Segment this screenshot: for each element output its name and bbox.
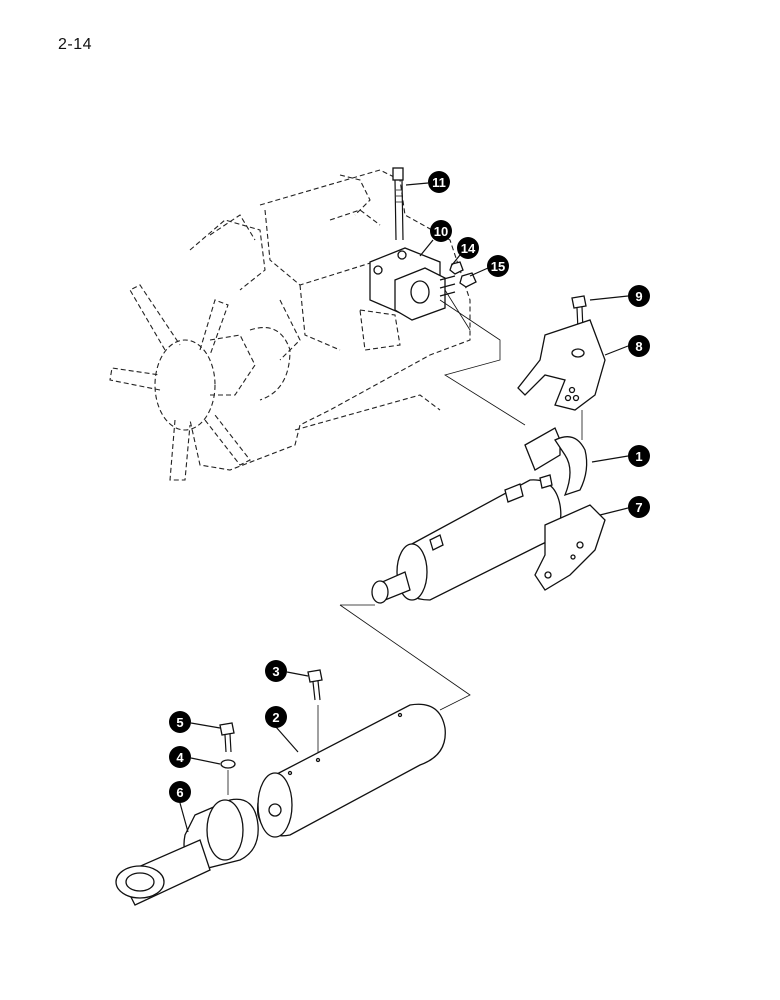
muffler-1 xyxy=(371,427,588,604)
callout-11: 11 xyxy=(405,171,450,193)
callout-2: 2 xyxy=(265,706,299,753)
svg-text:5: 5 xyxy=(176,715,183,730)
svg-text:4: 4 xyxy=(176,750,184,765)
svg-text:7: 7 xyxy=(635,500,642,515)
svg-text:2: 2 xyxy=(272,710,279,725)
callout-8: 8 xyxy=(604,335,650,357)
muffler-2 xyxy=(256,703,446,838)
phantom-line-2 xyxy=(339,604,471,711)
fan-phantom xyxy=(109,284,256,481)
engine-phantom xyxy=(189,169,471,471)
callout-5: 5 xyxy=(169,711,221,733)
svg-text:11: 11 xyxy=(432,175,446,190)
callout-3: 3 xyxy=(265,660,309,682)
bolt-11 xyxy=(392,167,404,241)
svg-text:3: 3 xyxy=(272,664,279,679)
nuts-14-15 xyxy=(449,261,477,288)
svg-text:15: 15 xyxy=(491,259,505,274)
svg-text:9: 9 xyxy=(635,289,642,304)
callout-4: 4 xyxy=(169,746,221,768)
bolt-3 xyxy=(307,669,323,701)
callout-10: 10 xyxy=(419,220,452,257)
bolt-5 xyxy=(219,722,235,753)
page-number: 2-14 xyxy=(58,36,93,53)
callout-6: 6 xyxy=(169,781,191,833)
washer-4 xyxy=(220,759,236,769)
bracket-8 xyxy=(517,319,606,411)
svg-text:10: 10 xyxy=(434,224,448,239)
svg-text:6: 6 xyxy=(176,785,183,800)
callout-1: 1 xyxy=(591,445,650,467)
svg-text:14: 14 xyxy=(461,241,476,256)
tailpipe-6 xyxy=(115,798,259,906)
callout-15: 15 xyxy=(469,255,509,277)
flange-10 xyxy=(369,247,471,331)
callout-9: 9 xyxy=(589,285,650,307)
clamp-7 xyxy=(534,504,606,591)
callout-14: 14 xyxy=(451,237,479,266)
svg-text:1: 1 xyxy=(635,449,642,464)
svg-text:8: 8 xyxy=(635,339,642,354)
phantom-line-1 xyxy=(439,299,526,426)
callout-7: 7 xyxy=(599,496,650,518)
